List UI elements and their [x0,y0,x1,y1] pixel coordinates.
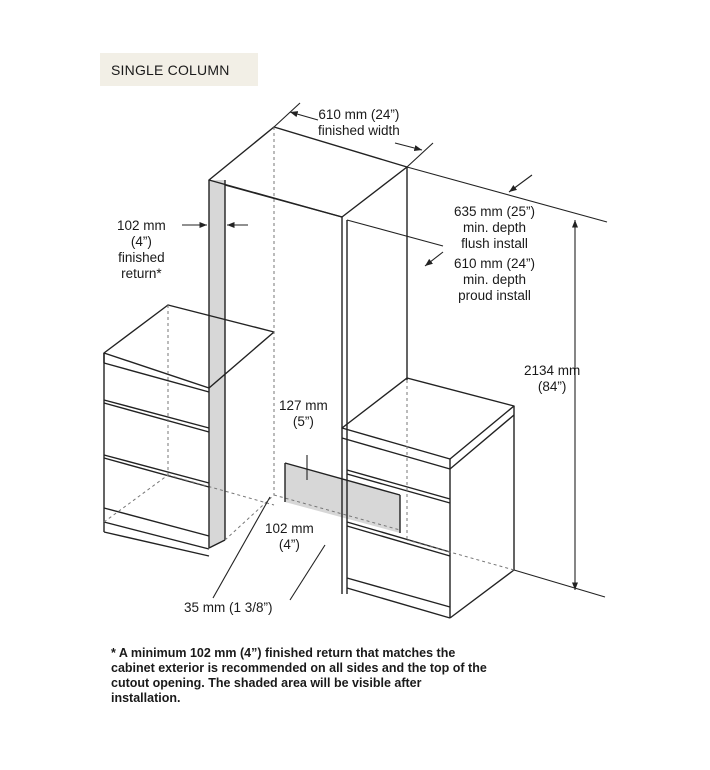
depth-proud-label: 610 mm (24”) min. depth proud install [454,256,536,303]
height-label: 2134 mm (84”) [524,363,581,394]
footnote: * A minimum 102 mm (4”) finished return … [111,646,487,705]
toe-kick-height-label: 127 mm (5”) [279,398,328,429]
single-column-badge: SINGLE COLUMN [100,53,258,86]
finished-width-label: 610 mm (24”) finished width [318,107,400,138]
left-base-cabinet [103,304,275,557]
depth-flush-label: 635 mm (25”) min. depth flush install [454,204,536,251]
finished-return-shaded [209,180,225,548]
tall-column-cutout [208,126,408,594]
toe-kick-depth-label: 102 mm (4”) [265,521,314,552]
right-base-cabinet [341,377,515,619]
finished-return-label: 102 mm (4”) finished return* [117,218,166,281]
dimension-lines [182,102,608,601]
bottom-gap-label: 35 mm (1 3/8”) [184,600,273,615]
